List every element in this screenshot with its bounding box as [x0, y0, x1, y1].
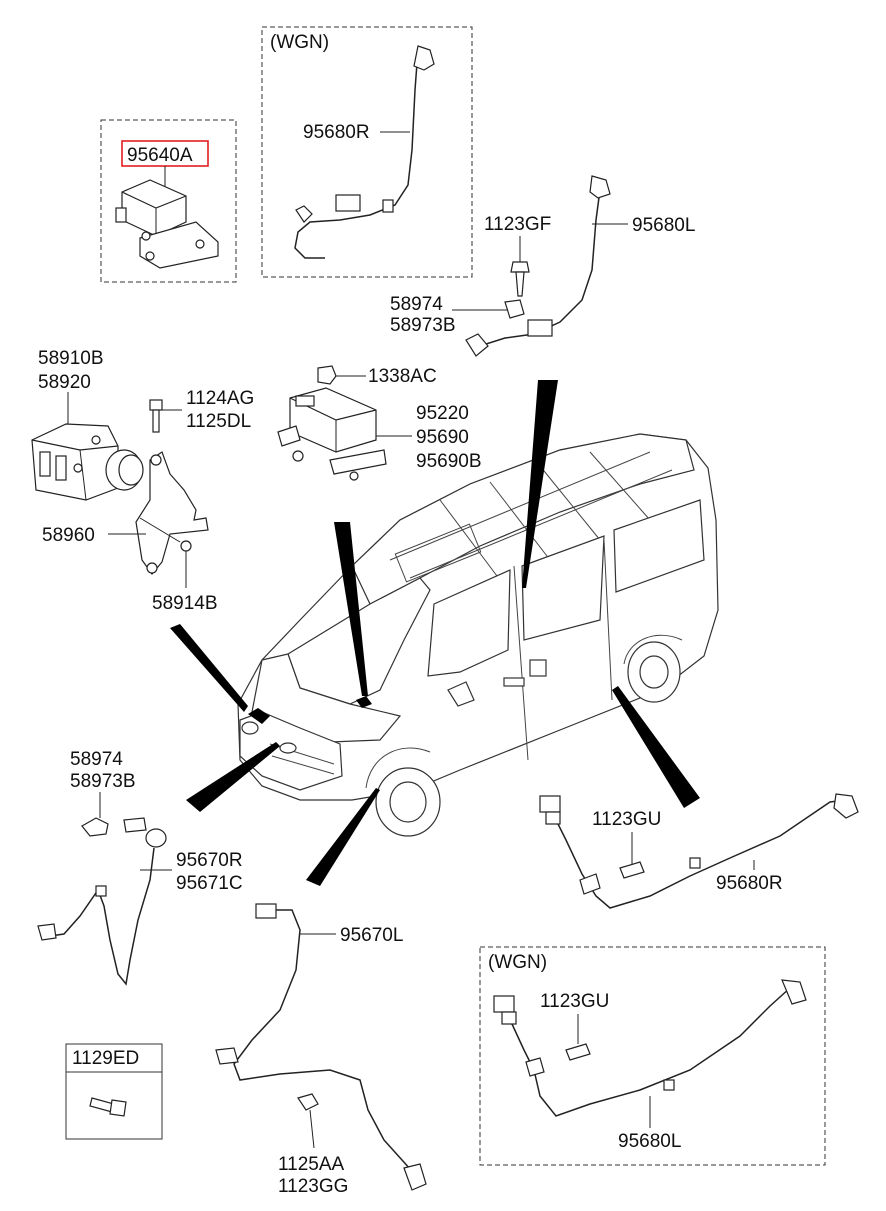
label-1124ag[interactable]: 1124AG	[186, 388, 254, 409]
label-58960[interactable]: 58960	[42, 525, 95, 546]
label-95671c[interactable]: 95671C	[176, 873, 243, 894]
label-1123gu-bot[interactable]: 1123GU	[540, 991, 609, 1012]
label-1123gg[interactable]: 1123GG	[278, 1176, 348, 1197]
label-95220[interactable]: 95220	[416, 403, 469, 424]
label-1338ac[interactable]: 1338AC	[368, 366, 437, 387]
bracket-58960	[135, 451, 209, 575]
wgn-bottom-group-box	[479, 946, 826, 1166]
pointer-1	[170, 624, 248, 712]
label-95640a[interactable]: 95640A	[127, 145, 193, 166]
hecu-unit	[31, 423, 144, 501]
wheel-sensor-95670r	[37, 817, 167, 986]
wheel-sensor-95680r-top	[294, 45, 435, 259]
label-95670l[interactable]: 95670L	[340, 925, 403, 946]
module-95220	[277, 387, 387, 481]
label-95670r[interactable]: 95670R	[176, 850, 243, 871]
label-95680l-top[interactable]: 95680L	[632, 215, 695, 236]
ecu-group-box	[100, 119, 237, 283]
label-wgn-top: (WGN)	[270, 32, 329, 53]
label-58974-bot[interactable]: 58974	[70, 749, 123, 770]
pointer-6	[612, 686, 700, 808]
label-1125aa[interactable]: 1125AA	[278, 1154, 345, 1175]
bolt-1123gf	[510, 261, 530, 297]
bolt-1123gu-mid	[619, 861, 645, 879]
wheel-sensor-95680l-top	[465, 175, 611, 357]
pointer-hood-blob	[248, 708, 270, 724]
pointer-5	[306, 788, 380, 886]
wheel-sensor-95680r-mid	[539, 793, 859, 909]
label-58914b[interactable]: 58914B	[152, 593, 218, 614]
label-58973b-top[interactable]: 58973B	[390, 315, 456, 336]
label-58920[interactable]: 58920	[38, 372, 91, 393]
label-95690b[interactable]: 95690B	[416, 451, 482, 472]
part-1129ed-box	[65, 1043, 163, 1140]
label-wgn-bottom: (WGN)	[488, 952, 547, 973]
label-1129ed[interactable]: 1129ED	[72, 1048, 139, 1069]
pointer-2	[334, 522, 368, 696]
nut-1338ac	[317, 365, 337, 385]
label-95690[interactable]: 95690	[416, 427, 469, 448]
bolt-1125aa	[297, 1093, 319, 1149]
bracket-58974-bot	[81, 817, 109, 837]
label-95680r-mid[interactable]: 95680R	[716, 873, 783, 894]
label-58973b-bot[interactable]: 58973B	[70, 771, 136, 792]
pointer-hood-blob-2	[356, 696, 372, 708]
bolt-58914b	[180, 540, 192, 588]
label-58910b[interactable]: 58910B	[38, 348, 104, 369]
label-95680l-bot[interactable]: 95680L	[618, 1131, 681, 1152]
pointer-4	[186, 742, 280, 812]
wgn-top-group-box	[261, 26, 473, 278]
label-1123gu-mid[interactable]: 1123GU	[592, 809, 661, 830]
yaw-sensor-part	[115, 179, 219, 269]
label-95680r-top[interactable]: 95680R	[303, 122, 370, 143]
label-1125dl[interactable]: 1125DL	[186, 411, 251, 432]
label-1123gf[interactable]: 1123GF	[484, 214, 551, 235]
bolt-1124ag	[149, 399, 163, 433]
van-illustration	[237, 433, 719, 837]
pointer-3	[522, 380, 558, 588]
bolt-1129ed	[89, 1097, 127, 1117]
wheel-sensor-95670l	[215, 903, 427, 1191]
bolt-1123gu-bot	[565, 1043, 591, 1061]
label-58974-top[interactable]: 58974	[390, 294, 443, 315]
wheel-sensor-95680l-bot	[493, 979, 807, 1117]
